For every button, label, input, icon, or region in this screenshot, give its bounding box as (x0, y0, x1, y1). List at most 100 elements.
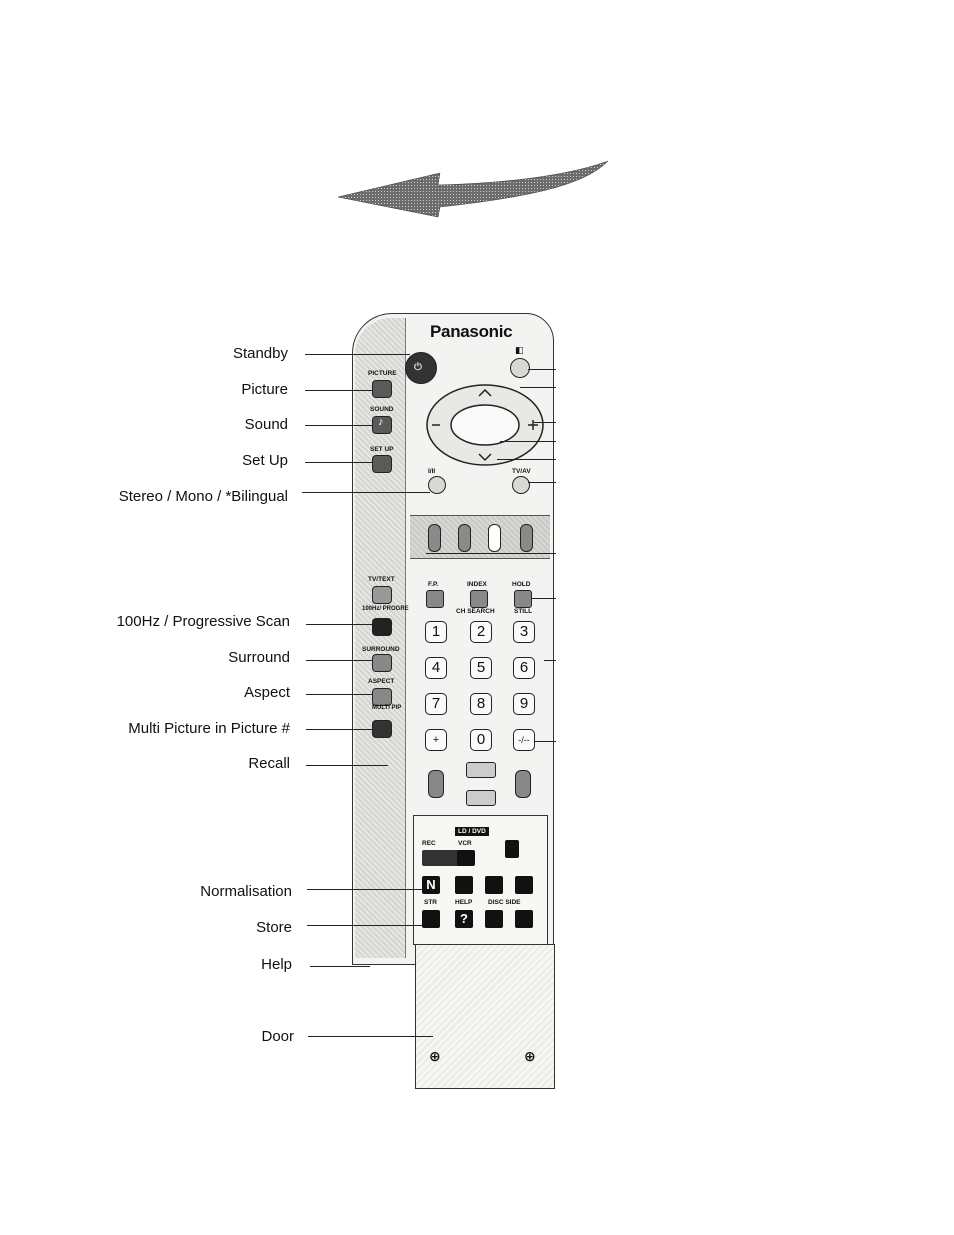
fp-label: F.P. (428, 581, 439, 588)
screw-icon: ⊕ (524, 1048, 536, 1064)
remote-side-strip (355, 318, 406, 958)
num-key-5[interactable]: 5 (470, 657, 492, 679)
leader-line (305, 354, 410, 355)
picture-button-label: PICTURE (368, 370, 397, 377)
rewind-button[interactable] (428, 770, 444, 798)
label-standby: Standby (232, 345, 288, 362)
num-key-6[interactable]: 6 (513, 657, 535, 679)
leader-line (305, 390, 373, 391)
rec-button[interactable] (422, 850, 462, 866)
store-button[interactable] (422, 910, 440, 928)
fp-button[interactable] (426, 590, 444, 608)
label-surround: Surround (228, 649, 290, 666)
setup-button[interactable] (372, 455, 392, 473)
progressive-button-label: 100Hz/ PROGRE (362, 606, 409, 612)
multipip-button-label: MULTI PIP (372, 705, 402, 711)
aspect-button-label: ASPECT (368, 678, 395, 685)
num-key-1[interactable]: 1 (425, 621, 447, 643)
index-label: INDEX (467, 581, 487, 588)
tv-av-button[interactable] (512, 476, 530, 494)
num-key-4[interactable]: 4 (425, 657, 447, 679)
direction-arrow (337, 160, 609, 218)
right-leader-line (528, 482, 556, 483)
leader-line (308, 1036, 433, 1037)
vcr-standby-button[interactable] (457, 850, 475, 866)
disc-side-label: DISC SIDE (488, 899, 521, 906)
help-label: HELP (455, 899, 473, 906)
mode-switch[interactable] (505, 840, 519, 858)
help-button[interactable]: ? (455, 910, 473, 928)
color-key-green[interactable] (458, 524, 471, 552)
vcr-label: VCR (458, 840, 472, 847)
right-leader-line (528, 369, 556, 370)
num-key-2[interactable]: 2 (470, 621, 492, 643)
num-key-9[interactable]: 9 (513, 693, 535, 715)
forward-button[interactable] (515, 770, 531, 798)
leader-line (305, 462, 373, 463)
right-leader-line (500, 441, 556, 442)
lddvd-label: LD / DVD (455, 827, 489, 836)
color-key-yellow[interactable] (488, 524, 501, 552)
mute-button[interactable] (510, 358, 530, 378)
disc-a-button[interactable] (485, 910, 503, 928)
tvtext-button-label: TV/TEXT (368, 576, 395, 583)
label-picture: Picture (241, 381, 288, 398)
color-key-red[interactable] (428, 524, 441, 552)
leader-line (302, 492, 430, 493)
surround-button[interactable] (372, 654, 392, 672)
rec-label: REC (422, 840, 436, 847)
setup-button-label: SET UP (370, 446, 394, 453)
disc-b-button[interactable] (515, 910, 533, 928)
recall-key[interactable]: + (425, 729, 447, 751)
multi-pip-button[interactable] (372, 720, 392, 738)
label-progressive: 100Hz / Progressive Scan (116, 613, 290, 630)
digit-mode-key[interactable]: -/-- (513, 729, 535, 751)
label-recall: Recall (248, 755, 290, 772)
power-icon: ⏻ (414, 362, 422, 373)
skip-forward-button[interactable] (515, 876, 533, 894)
leader-line (306, 729, 373, 730)
screw-icon: ⊕ (429, 1048, 441, 1064)
pause-button[interactable] (455, 876, 473, 894)
aspect-button[interactable] (372, 688, 392, 706)
num-key-8[interactable]: 8 (470, 693, 492, 715)
right-leader-line (532, 598, 556, 599)
hold-button[interactable] (514, 590, 532, 608)
leader-line (306, 624, 373, 625)
right-leader-line (497, 459, 556, 460)
direction-pad[interactable] (424, 382, 546, 468)
stereo-mono-button[interactable] (428, 476, 446, 494)
play-button[interactable] (466, 762, 496, 778)
standby-button[interactable] (405, 352, 437, 384)
picture-button[interactable] (372, 380, 392, 398)
leader-line (310, 966, 370, 967)
leader-line (306, 765, 388, 766)
num-key-3[interactable]: 3 (513, 621, 535, 643)
label-aspect: Aspect (244, 684, 290, 701)
label-sound: Sound (244, 416, 288, 433)
label-help: Help (261, 956, 292, 973)
label-store: Store (256, 919, 292, 936)
label-normalisation: Normalisation (200, 883, 292, 900)
surround-button-label: SURROUND (362, 646, 400, 653)
num-key-7[interactable]: 7 (425, 693, 447, 715)
label-stereo: Stereo / Mono / *Bilingual (118, 488, 288, 505)
progressive-button[interactable] (372, 618, 392, 636)
mute-icon: ◧ (515, 345, 524, 355)
color-key-blue[interactable] (520, 524, 533, 552)
still-label: STILL (514, 608, 533, 615)
normalisation-button[interactable]: N (422, 876, 440, 894)
tvav-button-label: TV/AV (512, 468, 531, 475)
sound-button-label: SOUND (370, 406, 394, 413)
io-button-label: I/II (428, 468, 436, 475)
skip-back-button[interactable] (485, 876, 503, 894)
index-button[interactable] (470, 590, 488, 608)
label-door: Door (261, 1028, 294, 1045)
stop-button[interactable] (466, 790, 496, 806)
right-leader-line (534, 741, 556, 742)
remote-door[interactable] (415, 944, 555, 1089)
brand-logo: Panasonic (430, 322, 513, 341)
num-key-0[interactable]: 0 (470, 729, 492, 751)
tv-text-button[interactable] (372, 586, 392, 604)
ch-search-label: CH SEARCH (456, 608, 495, 615)
